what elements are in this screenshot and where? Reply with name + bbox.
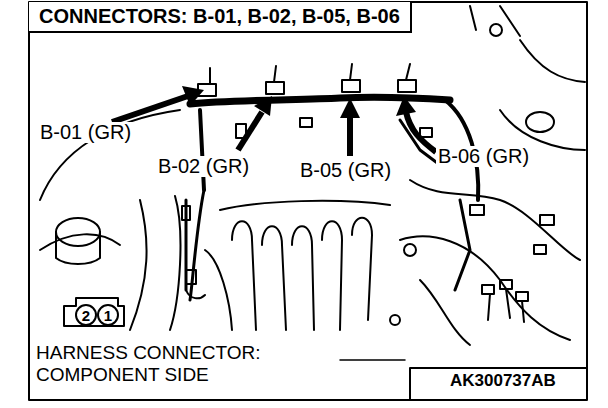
pin-circle: 1 (97, 304, 119, 326)
connector-label: B-02 (GR) (156, 156, 251, 177)
title-text: CONNECTORS: B-01, B-02, B-05, B-06 (39, 4, 400, 28)
pin-number: 2 (82, 308, 90, 323)
pin-number: 1 (104, 308, 112, 323)
pin-circle: 2 (75, 304, 97, 326)
figure-id: AK300737AB (448, 372, 558, 390)
connector-label: B-01 (GR) (38, 122, 133, 143)
connector-label: B-05 (GR) (298, 160, 393, 181)
title-box: CONNECTORS: B-01, B-02, B-05, B-06 (29, 2, 412, 33)
view-note: HARNESS CONNECTOR: COMPONENT SIDE (34, 342, 288, 386)
connector-label: B-06 (GR) (436, 146, 531, 167)
